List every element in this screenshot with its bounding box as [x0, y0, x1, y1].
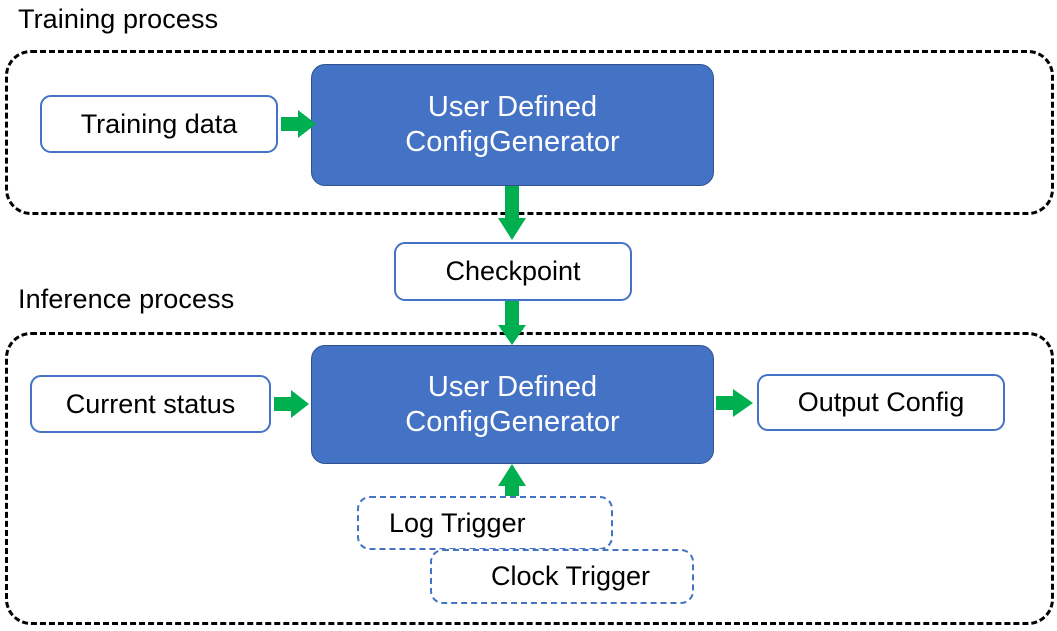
training-process-container: [5, 50, 1054, 215]
node-clock-trigger-label: Clock Trigger: [490, 561, 650, 591]
node-log-trigger-label: Log Trigger: [389, 507, 526, 538]
inference-process-caption: Inference process: [18, 284, 235, 314]
node-output-config[interactable]: Output Config: [757, 374, 1005, 431]
node-user-defined-configgenerator-training[interactable]: User Defined ConfigGenerator: [311, 64, 714, 186]
node-current-status[interactable]: Current status: [30, 375, 271, 433]
node-checkpoint-label: Checkpoint: [445, 256, 581, 286]
inference-process-container: [5, 332, 1054, 625]
node-clock-trigger[interactable]: Clock Trigger: [430, 549, 694, 604]
node-training-data-label: Training data: [80, 108, 238, 139]
node-training-data[interactable]: Training data: [40, 95, 278, 153]
node-generator-training-line2: ConfigGenerator: [405, 126, 620, 158]
training-process-caption: Training process: [18, 4, 219, 34]
node-log-trigger[interactable]: Log Trigger: [357, 496, 613, 550]
node-generator-inference-line1: User Defined: [427, 370, 598, 403]
node-output-config-label: Output Config: [797, 387, 965, 417]
node-user-defined-configgenerator-inference[interactable]: User Defined ConfigGenerator: [311, 345, 714, 464]
node-generator-training-line1: User Defined: [427, 91, 598, 123]
node-current-status-label: Current status: [65, 388, 236, 419]
node-checkpoint[interactable]: Checkpoint: [394, 242, 632, 301]
node-generator-inference-line2: ConfigGenerator: [405, 405, 620, 438]
